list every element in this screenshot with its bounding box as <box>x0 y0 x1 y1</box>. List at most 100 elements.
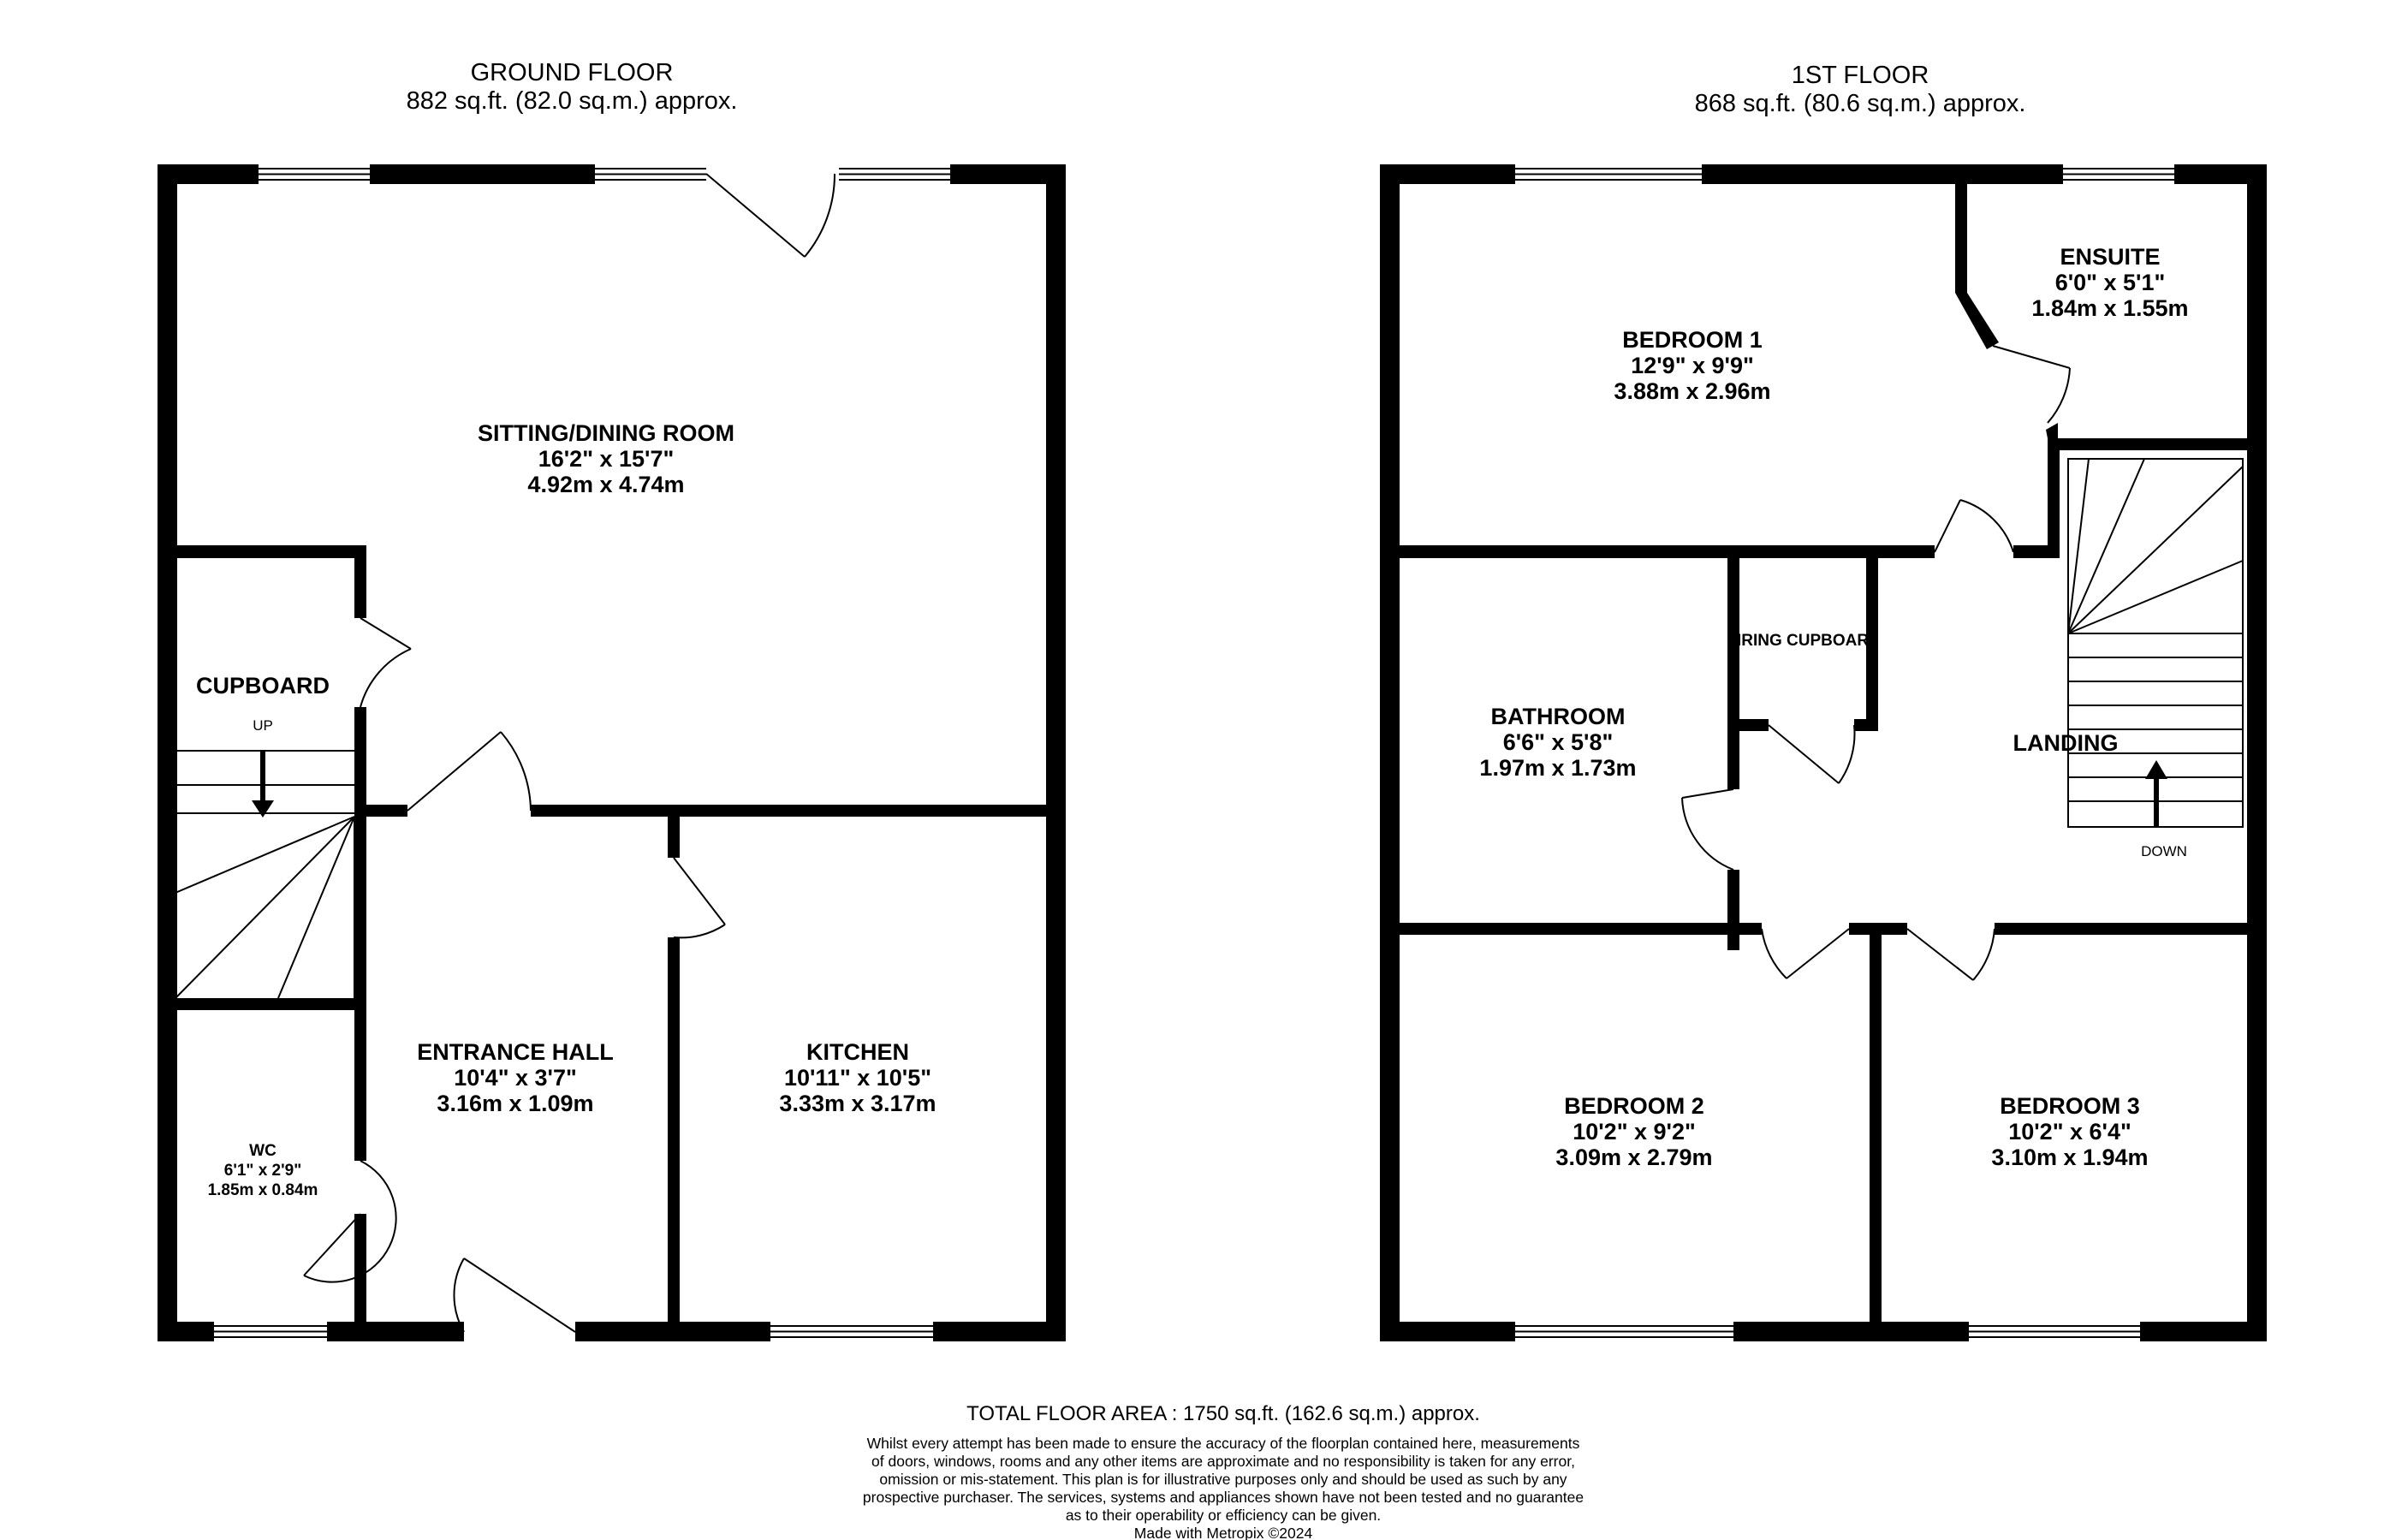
room-imperial: 10'2" x 6'4" <box>2008 1119 2131 1145</box>
wall-ensuite-west <box>1955 164 1967 293</box>
room-name: WC <box>249 1142 276 1160</box>
window-bedroom2 <box>1515 1322 1733 1341</box>
room-imperial: 10'4" x 3'7" <box>454 1065 577 1091</box>
ground-floor-plan: GROUND FLOOR 882 sq.ft. (82.0 sq.m.) app… <box>158 59 1066 1341</box>
window-wc <box>214 1322 327 1341</box>
wall-stub-hall <box>354 805 407 817</box>
room-airing-cupboard: IRING CUPBOAR <box>1737 632 1869 650</box>
room-metric: 3.10m x 1.94m <box>1991 1145 2148 1170</box>
ground-floor-title: GROUND FLOOR <box>471 59 674 86</box>
wall-bedroom1-south-east <box>2013 545 2058 558</box>
first-windows <box>1515 164 2174 1341</box>
ground-staircase <box>170 750 355 999</box>
wall-bedroom-divider <box>1870 923 1882 1335</box>
disclaimer-line: prospective purchaser. The services, sys… <box>863 1489 1584 1506</box>
metropix-credit: Made with Metropix ©2024 <box>1134 1525 1313 1540</box>
total-floor-area: TOTAL FLOOR AREA : 1750 sq.ft. (162.6 sq… <box>966 1402 1480 1425</box>
room-name: KITCHEN <box>806 1039 909 1065</box>
window-kitchen <box>770 1322 933 1341</box>
door-kitchen <box>673 857 726 939</box>
room-metric: 1.85m x 0.84m <box>208 1181 318 1199</box>
door-garden <box>705 173 836 258</box>
room-name: BEDROOM 3 <box>2000 1093 2140 1119</box>
wall-wc-top <box>158 998 366 1010</box>
wall-west <box>1380 164 1400 1341</box>
room-imperial: 10'2" x 9'2" <box>1573 1119 1696 1145</box>
stairs-up-arrow <box>252 751 274 818</box>
room-name: BEDROOM 2 <box>1564 1093 1704 1119</box>
window-ensuite <box>2063 164 2174 184</box>
wall-airing-bottom-left <box>1727 719 1769 731</box>
ground-doors <box>303 173 836 1333</box>
wall-bathroom-east-lower <box>1727 870 1739 950</box>
stairs-up-label: UP <box>253 717 273 734</box>
room-bedroom1: BEDROOM 1 12'9" x 9'9" 3.88m x 2.96m <box>1614 327 1770 404</box>
door-entrance-hall <box>407 731 532 812</box>
garden-door-opening <box>706 164 839 184</box>
room-imperial: 12'9" x 9'9" <box>1631 353 1754 378</box>
window-sitting-1 <box>259 164 370 184</box>
first-inner-walls <box>1380 164 2267 1335</box>
ground-inner-walls <box>158 545 1066 1335</box>
wall-cupboard-top <box>158 545 365 558</box>
wall-hall-west <box>354 800 366 1161</box>
disclaimer-line: of doors, windows, rooms and any other i… <box>871 1453 1575 1470</box>
wall-east <box>2247 164 2267 1341</box>
room-name: ENTRANCE HALL <box>417 1039 614 1065</box>
room-bathroom: BATHROOM 6'6" x 5'8" 1.97m x 1.73m <box>1479 704 1636 781</box>
room-bedroom3: BEDROOM 3 10'2" x 6'4" 3.10m x 1.94m <box>1991 1093 2148 1170</box>
window-sitting-3 <box>839 164 950 184</box>
room-entrance-hall: ENTRANCE HALL 10'4" x 3'7" 3.16m x 1.09m <box>417 1039 614 1116</box>
ground-floor-area: 882 sq.ft. (82.0 sq.m.) approx. <box>407 87 738 115</box>
wall-kitchen-west <box>668 937 680 1335</box>
disclaimer-line: as to their operability or efficiency ca… <box>1066 1507 1381 1524</box>
room-cupboard: CUPBOARD <box>196 673 330 699</box>
first-staircase <box>2067 458 2244 828</box>
wall-ensuite-angle <box>1955 293 1999 349</box>
door-cupboard <box>360 617 412 708</box>
door-bedroom3 <box>1906 928 1995 981</box>
door-bedroom2 <box>1761 928 1850 979</box>
wall-airing-east <box>1866 558 1878 731</box>
door-front <box>453 1258 576 1333</box>
window-sitting-2 <box>595 164 706 184</box>
wall-cupboard-east-upper <box>354 545 366 618</box>
wall-ensuite-south <box>2058 438 2267 450</box>
wall-ensuite-corner <box>2046 423 2058 438</box>
room-imperial: 6'1" x 2'9" <box>224 1162 301 1180</box>
wall-airing-bottom-right <box>1854 719 1878 731</box>
room-metric: 3.09m x 2.79m <box>1555 1145 1712 1170</box>
wall-bathroom-east <box>1727 558 1739 789</box>
room-name: ENSUITE <box>2060 244 2160 270</box>
door-wc <box>303 1160 397 1283</box>
room-metric: 3.33m x 3.17m <box>779 1091 936 1116</box>
disclaimer-line: Whilst every attempt has been made to en… <box>867 1435 1580 1452</box>
room-imperial: 16'2" x 15'7" <box>538 446 675 472</box>
first-floor-title: 1ST FLOOR <box>1792 62 1929 89</box>
room-bedroom2: BEDROOM 2 10'2" x 9'2" 3.09m x 2.79m <box>1555 1093 1712 1170</box>
wall-kitchen-stub <box>668 817 680 858</box>
first-doors <box>1681 345 2071 981</box>
door-airing <box>1768 724 1856 784</box>
front-door-opening <box>464 1322 575 1341</box>
first-floor-area: 868 sq.ft. (80.6 sq.m.) approx. <box>1695 90 2026 117</box>
room-kitchen: KITCHEN 10'11" x 10'5" 3.33m x 3.17m <box>779 1039 936 1116</box>
ground-windows <box>214 164 950 1341</box>
room-imperial: 6'0" x 5'1" <box>2055 270 2166 295</box>
room-wc: WC 6'1" x 2'9" 1.85m x 0.84m <box>208 1142 318 1199</box>
room-imperial: 6'6" x 5'8" <box>1503 729 1614 755</box>
room-metric: 4.92m x 4.74m <box>527 472 684 497</box>
wall-sitting-south <box>531 805 1066 817</box>
room-name: BATHROOM <box>1491 704 1626 729</box>
door-ensuite <box>1992 345 2071 424</box>
room-metric: 1.97m x 1.73m <box>1479 755 1636 781</box>
door-bathroom <box>1681 788 1734 871</box>
footer: TOTAL FLOOR AREA : 1750 sq.ft. (162.6 sq… <box>863 1402 1584 1540</box>
wall-bedroom1-south <box>1380 545 1935 558</box>
room-ensuite: ENSUITE 6'0" x 5'1" 1.84m x 1.55m <box>2031 244 2188 321</box>
room-name: BEDROOM 1 <box>1622 327 1763 353</box>
first-floor-plan: 1ST FLOOR 868 sq.ft. (80.6 sq.m.) approx… <box>1380 62 2267 1341</box>
wall-west <box>158 164 177 1341</box>
door-bedroom1 <box>1934 499 2014 553</box>
